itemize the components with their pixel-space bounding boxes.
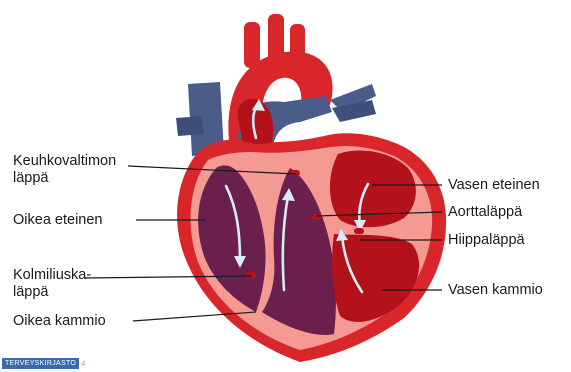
pulmonary-veins	[330, 84, 376, 122]
label-mitral-valve: Hiippaläppä	[448, 232, 525, 249]
label-tricuspid-valve-line2: läppä	[13, 284, 48, 301]
label-aortic-valve: Aorttaläppä	[448, 204, 522, 221]
logo-mark: 4	[81, 359, 85, 368]
label-right-ventricle: Oikea kammio	[13, 313, 106, 330]
label-left-atrium: Vasen eteinen	[448, 177, 540, 194]
terveyskirjasto-logo: TERVEYSKIRJASTO 4	[2, 357, 85, 369]
logo-text: TERVEYSKIRJASTO	[2, 358, 79, 369]
label-right-atrium: Oikea eteinen	[13, 212, 102, 229]
label-tricuspid-valve-line1: Kolmiliuska-	[13, 267, 91, 284]
label-pulmonary-valve-line2: läppä	[13, 170, 48, 187]
label-pulmonary-valve-line1: Keuhkovaltimon	[13, 153, 116, 170]
label-left-ventricle: Vasen kammio	[448, 282, 543, 299]
